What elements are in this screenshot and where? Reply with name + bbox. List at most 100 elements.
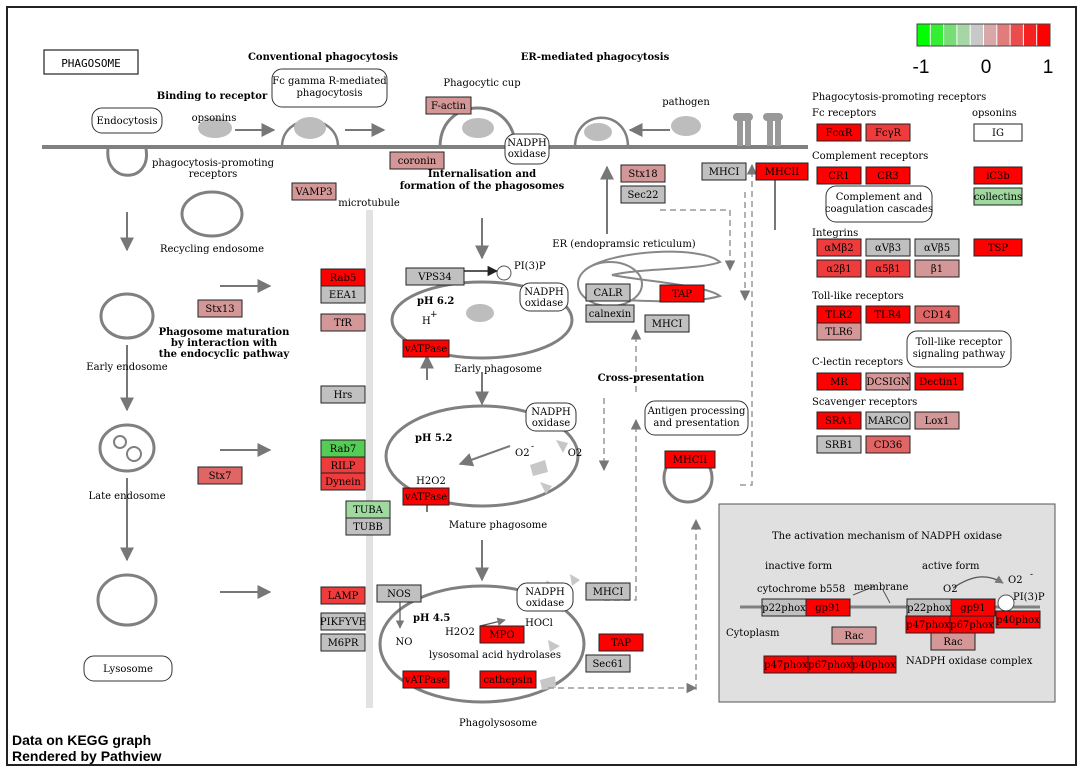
gene-p67phox_b[interactable]: p67phox bbox=[949, 615, 995, 634]
gene-mhci_top[interactable]: MHCI bbox=[701, 162, 747, 181]
gene-calnexin[interactable]: calnexin bbox=[585, 304, 635, 323]
gene-tap2[interactable]: TAP bbox=[598, 633, 644, 652]
gene-fcgr[interactable]: FcγR bbox=[865, 123, 911, 142]
gene-m6pr[interactable]: M6PR bbox=[320, 633, 366, 652]
gene-vatpase2[interactable]: vATPase bbox=[402, 487, 450, 506]
gene-label: SRA1 bbox=[825, 416, 853, 427]
gene-avb3[interactable]: αVβ3 bbox=[865, 238, 911, 257]
gene-lox1[interactable]: Lox1 bbox=[914, 411, 960, 430]
gene-mhci_lyso[interactable]: MHCI bbox=[585, 582, 631, 601]
gene-fcar[interactable]: FcαR bbox=[816, 123, 862, 142]
gene-dectin1[interactable]: Dectin1 bbox=[914, 372, 964, 391]
gene-ic3b[interactable]: iC3b bbox=[973, 166, 1023, 185]
gene-vps34[interactable]: VPS34 bbox=[405, 267, 465, 286]
gene-mpo[interactable]: MPO bbox=[479, 625, 525, 644]
lysosome-box[interactable]: Lysosome bbox=[83, 655, 173, 682]
gene-calr[interactable]: CALR bbox=[585, 283, 631, 302]
gene-a5b1[interactable]: α5β1 bbox=[865, 259, 911, 278]
gene-p47phox_a[interactable]: p47phox bbox=[763, 655, 809, 674]
gene-dcsign[interactable]: DCSIGN bbox=[865, 372, 911, 391]
gene-pikfyve[interactable]: PIKFYVE bbox=[320, 612, 366, 631]
gene-stx18[interactable]: Stx18 bbox=[620, 164, 666, 183]
gene-ig[interactable]: IG bbox=[973, 123, 1023, 142]
gene-stx7[interactable]: Stx7 bbox=[197, 466, 243, 485]
gene-cd36[interactable]: CD36 bbox=[865, 435, 911, 454]
gene-tlr2[interactable]: TLR2 bbox=[816, 305, 862, 324]
gene-cd14[interactable]: CD14 bbox=[914, 305, 960, 324]
gene-tlr4[interactable]: TLR4 bbox=[865, 305, 911, 324]
gene-cr1[interactable]: CR1 bbox=[816, 166, 862, 185]
gene-tubb[interactable]: TUBB bbox=[345, 517, 391, 536]
tlr-pathway-box-label: Toll-like receptor bbox=[916, 337, 1003, 348]
gene-tlr6[interactable]: TLR6 bbox=[816, 322, 862, 341]
label-hplus: H bbox=[422, 316, 431, 327]
gene-sec22[interactable]: Sec22 bbox=[620, 185, 666, 204]
gene-p47phox_b[interactable]: p47phox bbox=[905, 615, 951, 634]
gene-b1[interactable]: β1 bbox=[914, 259, 960, 278]
antigen-processing-box-label: Antigen processing bbox=[647, 406, 746, 417]
gene-factin[interactable]: F-actin bbox=[425, 96, 472, 115]
label-hplus-sup: + bbox=[430, 310, 438, 320]
gene-a2b1[interactable]: α2β1 bbox=[816, 259, 862, 278]
gene-tfr[interactable]: TfR bbox=[320, 313, 366, 332]
label-h2o2-lyso: H2O2 bbox=[445, 627, 475, 638]
gene-p40phox_b[interactable]: p40phox bbox=[995, 610, 1041, 629]
legend-swatch bbox=[1023, 24, 1038, 46]
gene-vatpase1[interactable]: vATPase bbox=[402, 339, 450, 358]
gene-lamp[interactable]: LAMP bbox=[320, 586, 366, 605]
gene-mhci_er[interactable]: MHCI bbox=[644, 314, 690, 333]
gene-mhcii_mid[interactable]: MHCII bbox=[664, 450, 716, 469]
gene-srb1[interactable]: SRB1 bbox=[816, 435, 862, 454]
gene-tap1[interactable]: TAP bbox=[659, 284, 705, 303]
gene-sec61[interactable]: Sec61 bbox=[585, 654, 631, 673]
gene-marco[interactable]: MARCO bbox=[865, 411, 911, 430]
gene-rac_a[interactable]: Rac bbox=[831, 626, 877, 645]
label-pathogen: pathogen bbox=[662, 97, 710, 108]
gene-rab5[interactable]: Rab5 bbox=[320, 268, 366, 287]
gene-label: calnexin bbox=[589, 309, 632, 320]
legend-label: -1 bbox=[913, 57, 930, 78]
gene-gp91_b[interactable]: gp91 bbox=[950, 598, 996, 617]
gene-eea1[interactable]: EEA1 bbox=[320, 285, 366, 304]
label-phagolysosome: Phagolysosome bbox=[459, 718, 537, 729]
gene-p40phox_a[interactable]: p40phox bbox=[851, 655, 897, 674]
gene-label: vATPase bbox=[404, 344, 447, 355]
gene-label: Lox1 bbox=[925, 416, 950, 427]
gene-box bbox=[585, 283, 631, 302]
gene-vamp3[interactable]: VAMP3 bbox=[291, 182, 337, 201]
gene-cathepsin[interactable]: cathepsin bbox=[479, 670, 537, 689]
gene-sra1[interactable]: SRA1 bbox=[816, 411, 862, 430]
gene-nos[interactable]: NOS bbox=[376, 584, 422, 603]
gene-stx13[interactable]: Stx13 bbox=[197, 299, 243, 318]
nadph-oxidase-early-box-label: NADPH bbox=[524, 287, 564, 298]
gene-vatpase3[interactable]: vATPase bbox=[402, 670, 450, 689]
gene-rac_b[interactable]: Rac bbox=[930, 632, 976, 651]
gene-coronin[interactable]: coronin bbox=[389, 151, 445, 170]
gene-rab7[interactable]: Rab7 bbox=[320, 439, 366, 458]
gene-mr[interactable]: MR bbox=[816, 372, 862, 391]
gene-cr3[interactable]: CR3 bbox=[865, 166, 911, 185]
gene-p67phox_a[interactable]: p67phox bbox=[807, 655, 853, 674]
gene-p22phox_a[interactable]: p22phox bbox=[761, 598, 807, 617]
endocytosis-box[interactable]: Endocytosis bbox=[91, 107, 163, 134]
gene-amb2[interactable]: αMβ2 bbox=[816, 238, 862, 257]
gene-dynein[interactable]: Dynein bbox=[320, 472, 366, 491]
gene-label: αMβ2 bbox=[824, 243, 853, 254]
gene-avb5[interactable]: αVβ5 bbox=[914, 238, 960, 257]
gene-mhcii_top[interactable]: MHCII bbox=[755, 162, 809, 181]
gene-rilp[interactable]: RILP bbox=[320, 456, 366, 475]
gene-p22phox_b[interactable]: p22phox bbox=[906, 598, 952, 617]
gene-hrs[interactable]: Hrs bbox=[320, 385, 366, 404]
gene-collectins[interactable]: collectins bbox=[973, 187, 1023, 206]
gene-tuba[interactable]: TUBA bbox=[345, 500, 391, 519]
gene-tsp[interactable]: TSP bbox=[973, 238, 1023, 257]
gene-gp91_a[interactable]: gp91 bbox=[805, 598, 851, 617]
